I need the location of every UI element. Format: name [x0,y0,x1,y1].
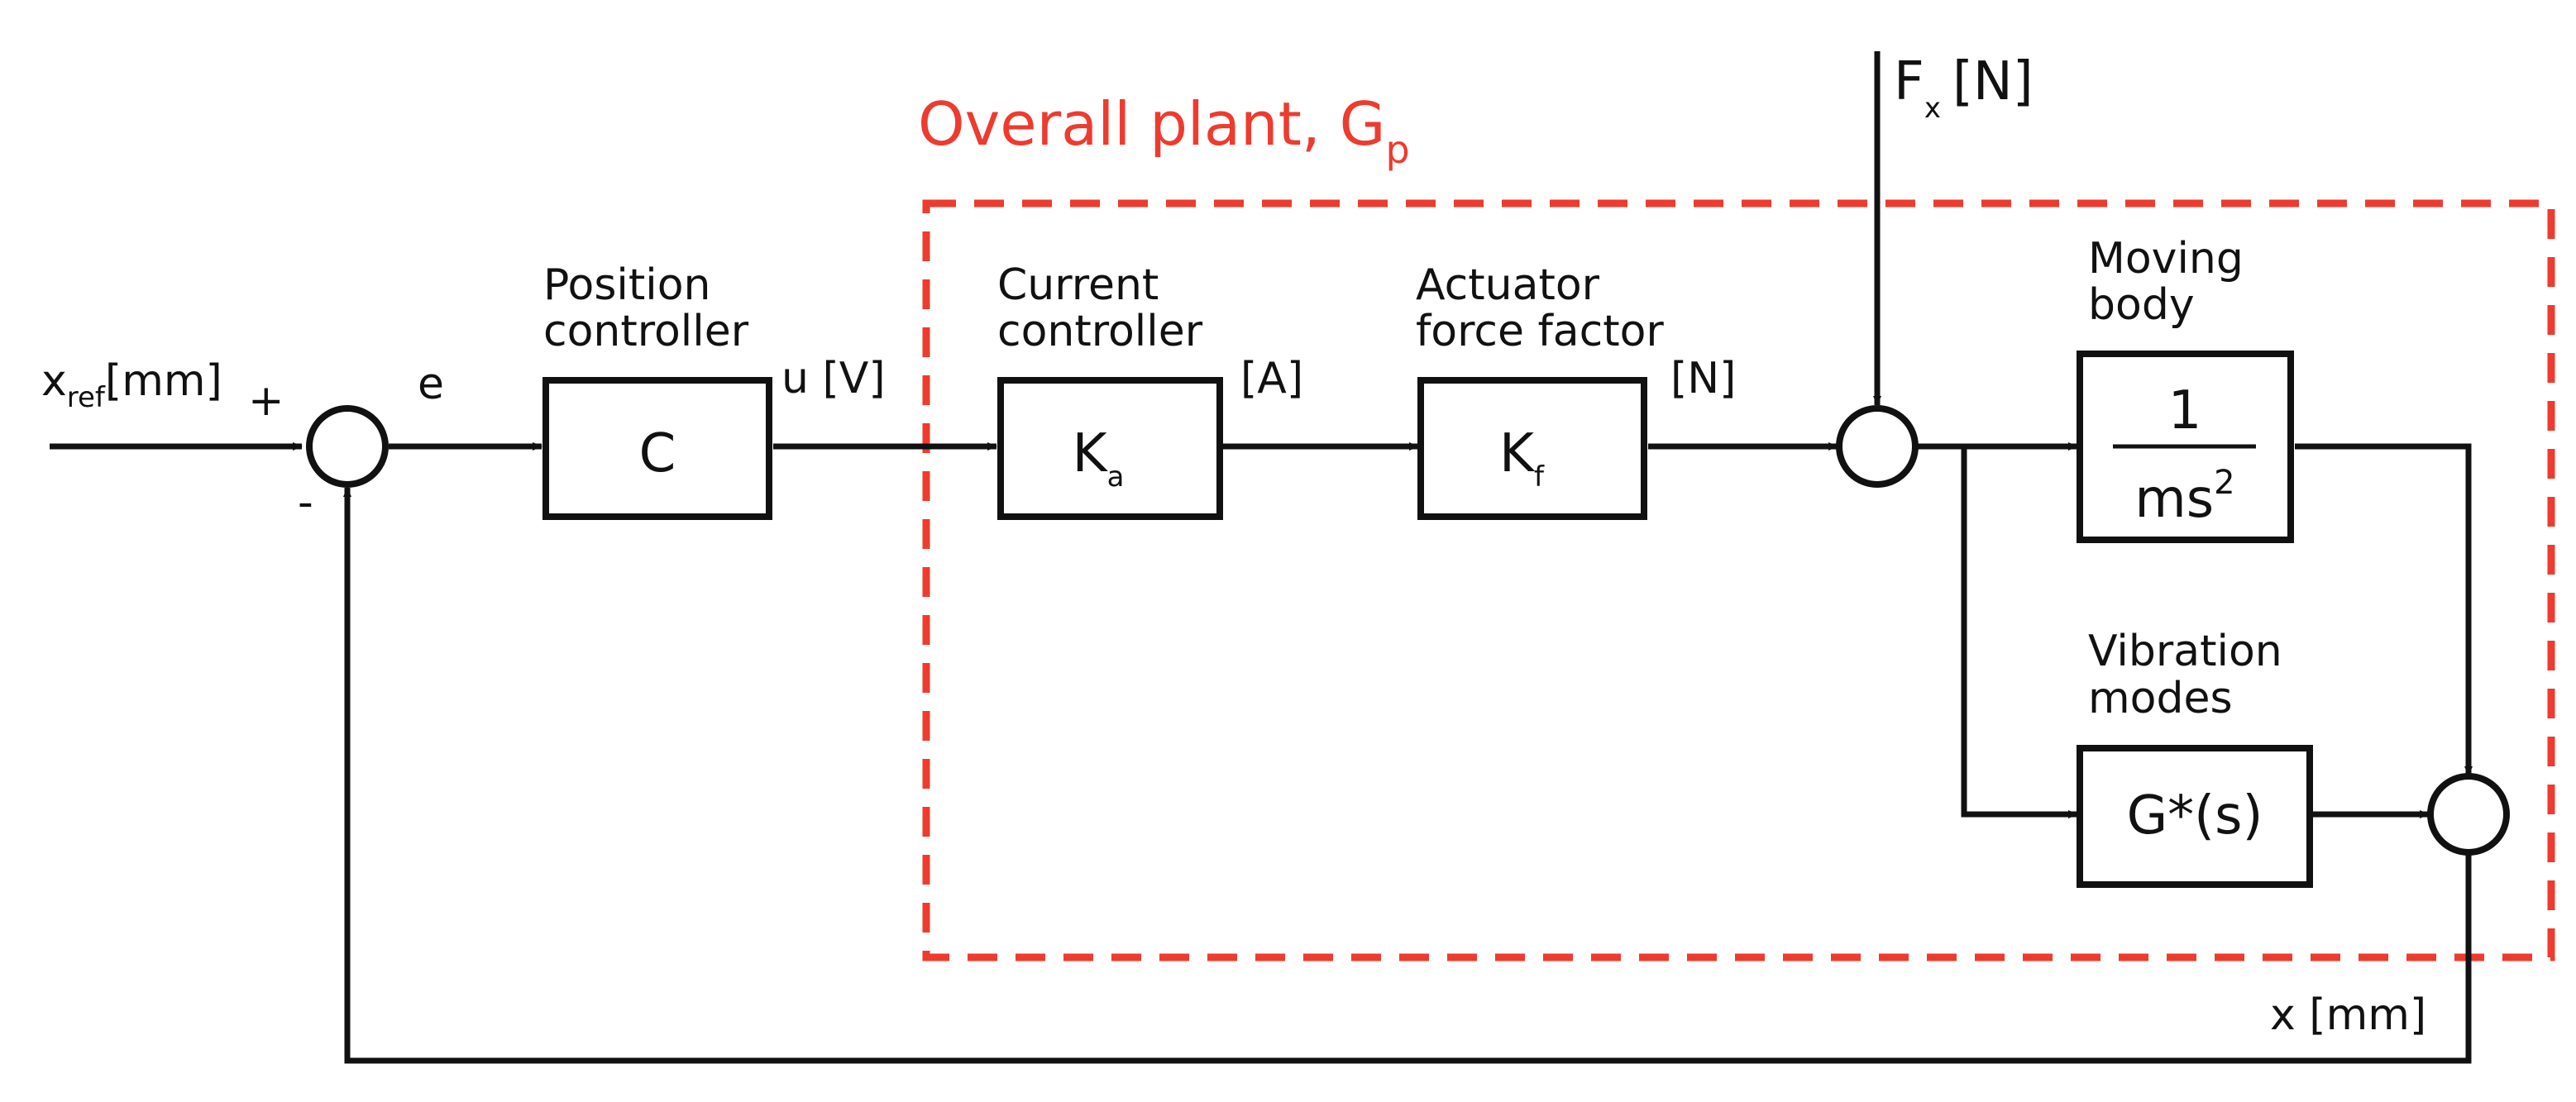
xref-label: xref[mm] [41,356,222,414]
vibration-modes-symbol: G*(s) [2127,785,2263,847]
output-label: x [mm] [2270,990,2426,1040]
current-label: [A] [1240,354,1303,403]
actuator-symbol: Kf [1499,423,1545,494]
position-controller-symbol: C [639,423,676,484]
position-controller-block [542,377,772,520]
force-label: [N] [1670,354,1736,403]
moving-body-output-line [2295,443,2473,776]
disturbance-label: Fx[N] [1894,51,2034,125]
current-controller-symbol: Ka [1073,423,1125,494]
error-label: e [418,360,444,409]
output-summing-junction [2427,773,2510,856]
moving-body-caption-1: Moving [2088,234,2244,284]
moving-body-denominator: ms2 [2134,464,2234,530]
minus-sign: - [298,478,313,527]
force-summing-junction [1836,405,1919,488]
vibration-modes-block [2077,745,2313,888]
current-controller-caption-2: controller [997,307,1203,356]
voltage-label: u [V] [781,354,886,403]
plus-sign: + [248,376,284,426]
feedback-line [343,487,2472,1064]
current-controller-block [997,377,1223,520]
current-controller-caption-1: Current [997,260,1159,310]
error-summing-junction [306,405,389,488]
vibration-branch-line [1961,446,2078,818]
moving-body-numerator: 1 [2168,380,2202,441]
actuator-caption-2: force factor [1416,307,1664,356]
overall-plant-boundary [922,199,2555,961]
position-controller-caption-1: Position [543,260,710,310]
position-controller-caption-2: controller [543,307,749,356]
overall-plant-title: Overall plant, Gp [918,89,1410,172]
actuator-block [1417,377,1647,520]
moving-body-caption-2: body [2088,280,2195,330]
vibration-caption-1: Vibration [2088,627,2282,676]
vibration-caption-2: modes [2088,674,2233,723]
actuator-caption-1: Actuator [1416,260,1600,310]
